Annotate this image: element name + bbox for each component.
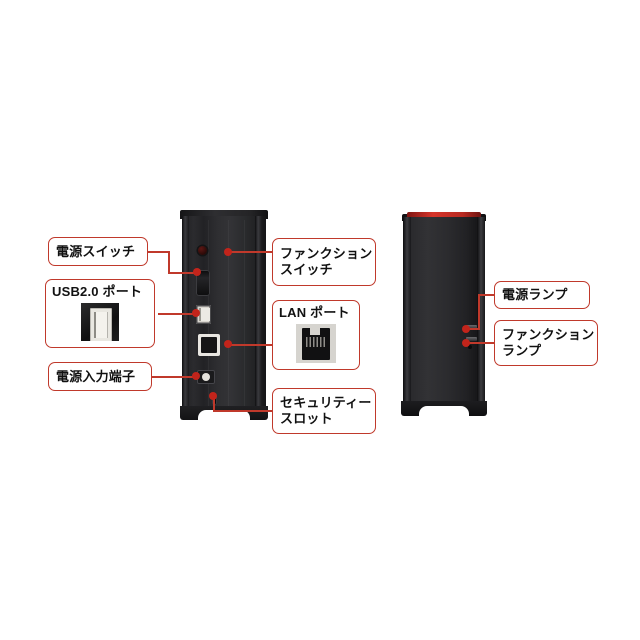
front-right-edge xyxy=(477,217,485,407)
callout-usb-port-line-1: USB2.0 ポート xyxy=(52,284,143,299)
leader-power-switch-v xyxy=(168,251,170,273)
leader-lan-h xyxy=(228,344,272,346)
dot-power-input xyxy=(192,372,200,380)
leader-function-lamp-h xyxy=(466,342,494,344)
usb2-port xyxy=(196,305,211,324)
dot-usb-port xyxy=(192,309,200,317)
callout-usb-port: USB2.0 ポート xyxy=(45,279,155,348)
leader-power-input-h xyxy=(152,376,196,378)
usb-port-photo xyxy=(81,302,119,341)
lan-port xyxy=(198,334,220,356)
rear-right-rail xyxy=(255,216,262,412)
dot-power-switch xyxy=(193,268,201,276)
leader-power-lamp-h1 xyxy=(466,328,480,330)
function-lamp-indicator xyxy=(466,337,477,341)
callout-security-slot-line-1: セキュリティー xyxy=(280,395,372,411)
lan-port-photo xyxy=(296,323,336,363)
vent-line xyxy=(244,220,245,408)
rear-top-cap xyxy=(180,210,268,219)
dot-lan-port xyxy=(224,340,232,348)
vent-line xyxy=(228,220,229,408)
power-switch-button xyxy=(198,246,207,255)
callout-lan-port: LAN ポート xyxy=(272,300,360,370)
dc-power-jack xyxy=(197,370,215,384)
front-chassis xyxy=(403,217,485,407)
nas-front-view-image xyxy=(398,205,490,420)
callout-security-slot: セキュリティー スロット xyxy=(272,388,376,434)
callout-function-switch-line-1: ファンクション xyxy=(280,246,373,262)
rear-stand-foot xyxy=(180,406,268,420)
dot-security-slot xyxy=(209,392,217,400)
leader-power-lamp-v xyxy=(478,294,480,329)
callout-function-lamp-line-2: ランプ xyxy=(502,343,542,358)
lan-notch-shape xyxy=(310,325,320,335)
callout-security-slot-line-2: スロット xyxy=(280,411,333,426)
callout-function-lamp-line-1: ファンクション xyxy=(502,327,595,343)
callout-power-switch-line-1: 電源スイッチ xyxy=(56,243,136,259)
callout-power-switch: 電源スイッチ xyxy=(48,237,148,266)
callout-function-switch: ファンクション スイッチ xyxy=(272,238,376,286)
leader-security-h xyxy=(213,410,272,412)
callout-lan-port-line-1: LAN ポート xyxy=(279,305,350,320)
lan-pins-shape xyxy=(306,336,326,347)
leader-power-switch-h2 xyxy=(168,272,198,274)
callout-power-lamp-line-1: 電源ランプ xyxy=(502,287,568,303)
callout-power-input-line-1: 電源入力端子 xyxy=(56,368,136,384)
dot-function-switch xyxy=(224,248,232,256)
front-stand-foot xyxy=(401,401,487,416)
front-red-accent-stripe xyxy=(407,212,481,217)
leader-power-switch-h1 xyxy=(148,251,170,253)
power-lamp-indicator xyxy=(466,325,477,329)
front-left-edge xyxy=(403,217,411,407)
callout-function-switch-line-2: スイッチ xyxy=(280,262,333,277)
callout-power-input: 電源入力端子 xyxy=(48,362,152,391)
callout-power-lamp: 電源ランプ xyxy=(494,281,590,309)
dot-power-lamp xyxy=(462,325,470,333)
leader-power-lamp-h2 xyxy=(478,294,494,296)
leader-security-v xyxy=(213,396,215,412)
leader-function-switch-h xyxy=(228,251,272,253)
usb-tongue-shape xyxy=(94,311,108,338)
function-switch xyxy=(196,270,210,296)
dot-function-lamp xyxy=(462,339,470,347)
front-vent-hole xyxy=(468,345,472,349)
leader-usb-h xyxy=(158,313,196,315)
callout-function-lamp: ファンクション ランプ xyxy=(494,320,598,366)
